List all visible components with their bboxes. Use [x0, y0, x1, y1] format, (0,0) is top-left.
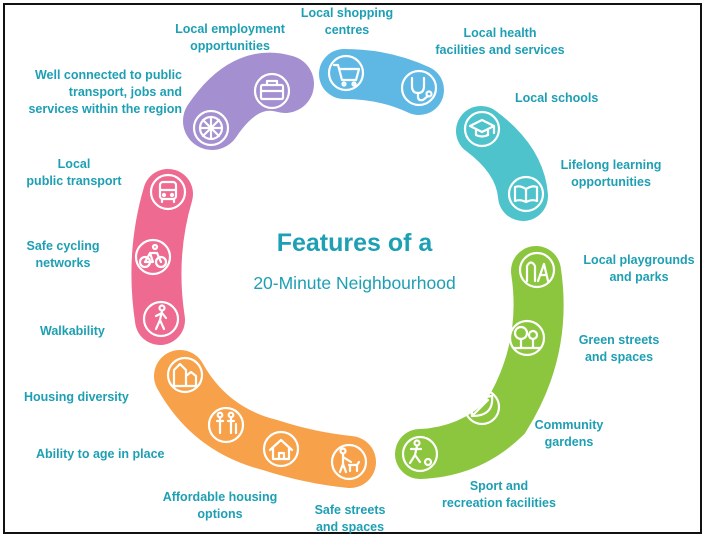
label-well-connected: Well connected to public transport, jobs…	[28, 68, 182, 116]
label-safe-streets: Safe streets and spaces	[314, 503, 386, 534]
segment-orange	[154, 350, 376, 488]
soccer-player-icon	[401, 435, 439, 473]
label-housing-diversity: Housing diversity	[24, 390, 129, 404]
houses-icon	[166, 356, 204, 394]
open-book-icon	[507, 175, 545, 213]
label-local-employment: Local employment opportunities	[175, 22, 285, 53]
image-frame	[3, 3, 702, 534]
label-age-in-place: Ability to age in place	[36, 447, 165, 461]
family-icon	[207, 406, 245, 444]
graduation-cap-icon	[463, 110, 501, 148]
label-local-public-transport: Local public transport	[26, 157, 122, 188]
label-sport-recreation: Sport and recreation facilities	[442, 479, 556, 510]
network-globe-icon	[192, 109, 230, 147]
segment-teal	[456, 106, 548, 221]
label-lifelong-learning: Lifelong learning opportunities	[560, 158, 662, 189]
playground-icon	[518, 251, 556, 289]
segment-green	[395, 246, 564, 479]
briefcase-icon	[253, 72, 291, 110]
shopping-cart-icon	[327, 54, 365, 92]
trees-icon	[508, 319, 546, 357]
diagram-subtitle: 20-Minute Neighbourhood	[253, 273, 456, 293]
label-local-schools: Local schools	[515, 91, 599, 105]
label-local-shopping: Local shopping centres	[300, 6, 394, 37]
label-affordable-housing: Affordable housing options	[162, 490, 278, 521]
label-walkability: Walkability	[40, 324, 105, 338]
label-community-gardens: Community gardens	[534, 418, 604, 449]
bicycle-icon	[134, 238, 172, 276]
walking-person-icon	[142, 300, 180, 338]
label-local-playgrounds: Local playgrounds and parks	[583, 253, 695, 284]
bus-icon	[149, 173, 187, 211]
label-green-streets: Green streets and spaces	[578, 333, 660, 364]
stethoscope-icon	[400, 69, 438, 107]
diagram-title: Features of a	[276, 229, 433, 257]
label-local-health: Local health facilities and services	[435, 26, 565, 57]
label-safe-cycling: Safe cycling networks	[26, 239, 100, 270]
person-with-dog-icon	[330, 443, 368, 481]
leaf-icon	[463, 388, 501, 426]
house-icon	[262, 430, 300, 468]
